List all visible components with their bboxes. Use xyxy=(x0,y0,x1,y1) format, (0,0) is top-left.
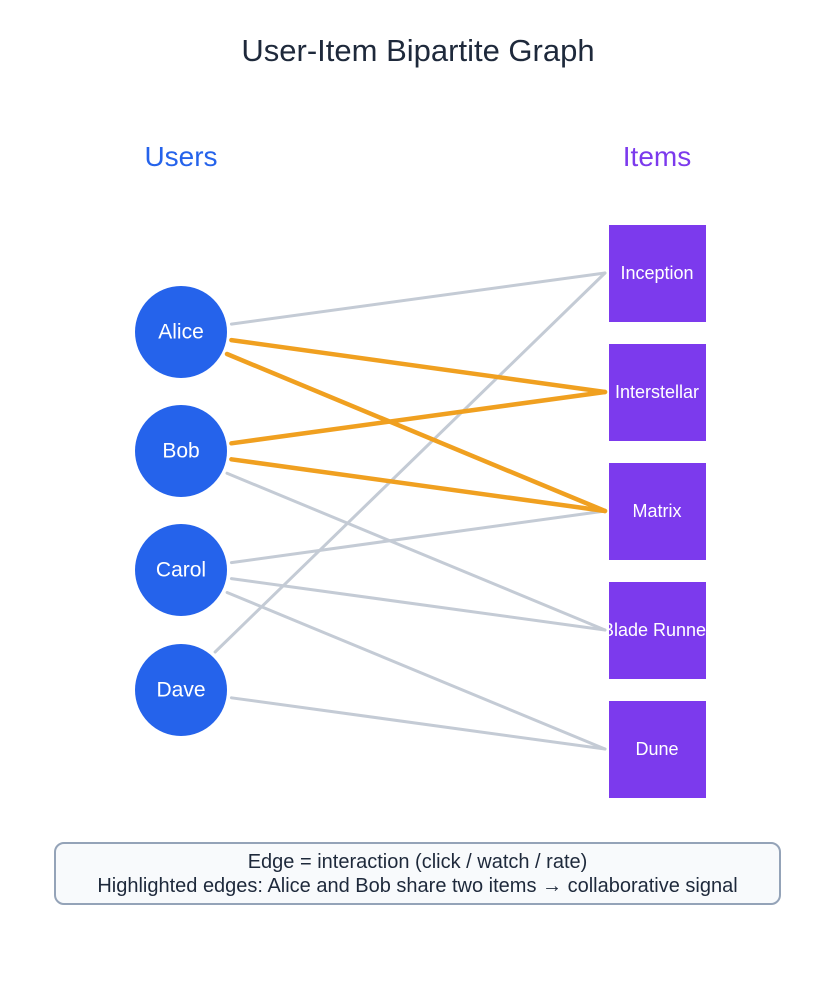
item-node-label: Inception xyxy=(620,263,693,283)
user-node-label: Carol xyxy=(156,559,206,582)
item-node-matrix-box xyxy=(609,463,706,560)
users-column-header: Users xyxy=(144,141,217,172)
edge-dave-inception xyxy=(213,271,607,654)
item-node-inception: Inception xyxy=(609,225,706,322)
edge-bob-interstellar-highlighted xyxy=(229,389,608,446)
edge-bob-matrix-highlighted xyxy=(229,457,608,514)
item-node-dune-box xyxy=(609,701,706,798)
item-node-matrix: Matrix xyxy=(609,463,706,560)
user-node-carol-circle xyxy=(135,524,227,616)
edge-carol-dune xyxy=(225,591,607,751)
item-node-dune: Dune xyxy=(609,701,706,798)
edge-alice-inception xyxy=(229,271,607,326)
item-node-interstellar-box xyxy=(609,344,706,441)
edge-carol-blade-runner xyxy=(229,577,607,632)
user-node-alice-circle xyxy=(135,286,227,378)
user-node-carol: Carol xyxy=(135,524,227,616)
user-node-dave-circle xyxy=(135,644,227,736)
user-node-alice: Alice xyxy=(135,286,227,378)
caption-line-2: Highlighted edges: Alice and Bob share t… xyxy=(97,874,738,897)
diagram-title: User-Item Bipartite Graph xyxy=(241,33,594,68)
item-node-interstellar: Interstellar xyxy=(609,344,706,441)
item-node-blade-runner-box xyxy=(609,582,706,679)
item-nodes: Inception Interstellar Matrix Blade Runn… xyxy=(602,225,712,798)
item-node-blade-runner: Blade Runner xyxy=(602,582,712,679)
edge-alice-matrix-highlighted xyxy=(224,351,608,514)
edge-alice-interstellar-highlighted xyxy=(229,337,608,395)
user-node-label: Dave xyxy=(156,679,205,702)
edge-bob-blade-runner xyxy=(225,471,607,632)
caption-line-1: Edge = interaction (click / watch / rate… xyxy=(247,850,588,873)
item-node-label: Interstellar xyxy=(615,382,699,402)
user-node-label: Alice xyxy=(158,321,204,344)
item-node-label: Blade Runner xyxy=(602,620,712,640)
item-node-label: Matrix xyxy=(633,501,682,521)
user-node-bob-circle xyxy=(135,405,227,497)
user-node-dave: Dave xyxy=(135,644,227,736)
item-node-inception-box xyxy=(609,225,706,322)
user-node-label: Bob xyxy=(162,440,199,463)
user-nodes: Alice Bob Carol Dave xyxy=(135,286,227,736)
item-node-label: Dune xyxy=(635,739,678,759)
edge-dave-dune xyxy=(229,696,607,751)
items-column-header: Items xyxy=(623,141,691,172)
user-node-bob: Bob xyxy=(135,405,227,497)
edges-layer xyxy=(213,271,608,751)
edge-carol-matrix xyxy=(229,509,607,565)
legend-caption-box: Edge = interaction (click / watch / rate… xyxy=(54,842,781,905)
